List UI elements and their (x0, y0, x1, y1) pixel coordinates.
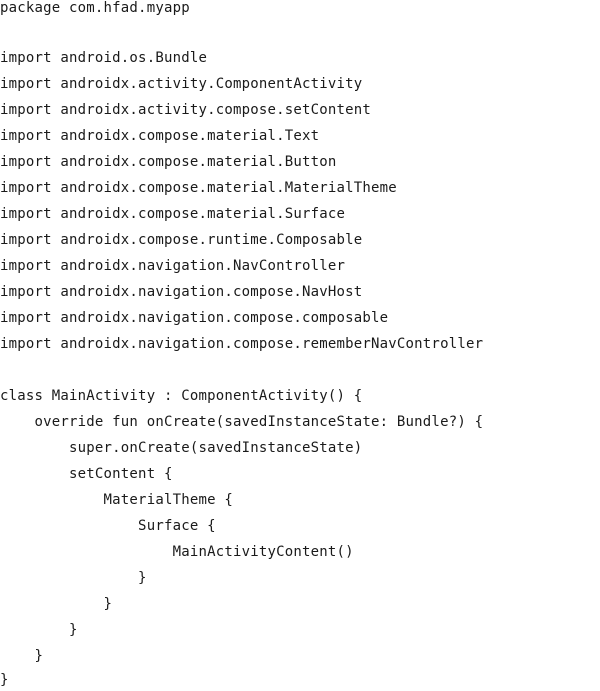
import-line: import android.os.Bundle (0, 50, 208, 66)
code-line: } (0, 672, 9, 688)
package-declaration: package com.hfad.myapp (0, 0, 190, 16)
import-line: import androidx.compose.material.Surface (0, 206, 346, 222)
code-line: MaterialTheme { (0, 492, 233, 508)
code-line: override fun onCreate(savedInstanceState… (0, 414, 484, 430)
import-line: import androidx.activity.ComponentActivi… (0, 76, 363, 92)
import-line: import androidx.compose.material.Button (0, 154, 337, 170)
code-line: } (0, 596, 113, 612)
import-line: import androidx.navigation.compose.remem… (0, 336, 484, 352)
code-line: Surface { (0, 518, 216, 534)
code-line: MainActivityContent() (0, 544, 354, 560)
code-line: } (0, 622, 78, 638)
class-declaration: class MainActivity : ComponentActivity()… (0, 388, 363, 404)
code-line: } (0, 648, 44, 664)
import-line: import androidx.navigation.NavController (0, 258, 346, 274)
import-line: import androidx.navigation.compose.NavHo… (0, 284, 363, 300)
code-line: } (0, 570, 147, 586)
import-line: import androidx.compose.material.Materia… (0, 180, 397, 196)
code-line: setContent { (0, 466, 173, 482)
code-line: super.onCreate(savedInstanceState) (0, 440, 363, 456)
import-line: import androidx.activity.compose.setCont… (0, 102, 372, 118)
import-line: import androidx.compose.material.Text (0, 128, 320, 144)
import-line: import androidx.compose.runtime.Composab… (0, 232, 363, 248)
import-line: import androidx.navigation.compose.compo… (0, 310, 389, 326)
